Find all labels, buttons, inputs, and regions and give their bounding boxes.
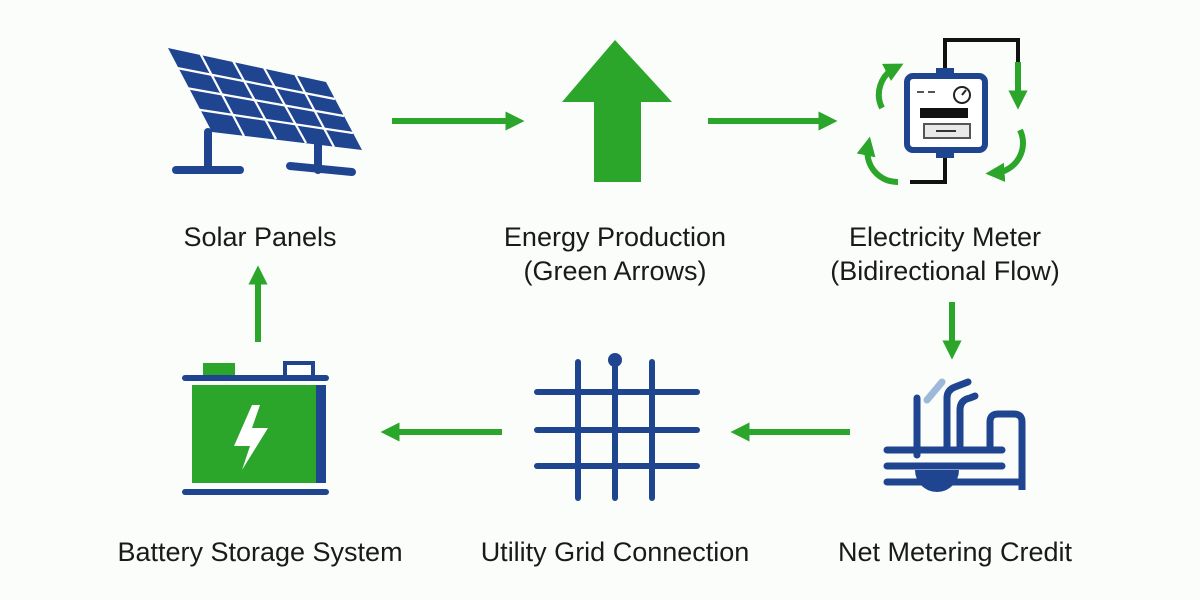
label-electricity-meter-line2: (Bidirectional Flow) (830, 256, 1060, 286)
net-metering-icon (883, 378, 1026, 492)
label-electricity-meter: Electricity Meter (Bidirectional Flow) (800, 220, 1090, 288)
battery-icon (182, 361, 329, 495)
label-solar-panels-text: Solar Panels (183, 222, 337, 252)
label-battery-storage-text: Battery Storage System (117, 537, 403, 567)
label-energy-production: Energy Production (Green Arrows) (470, 220, 760, 288)
label-electricity-meter-line1: Electricity Meter (848, 222, 1042, 252)
label-battery-storage: Battery Storage System (90, 535, 430, 569)
label-energy-production-line2: (Green Arrows) (523, 256, 707, 286)
label-solar-panels: Solar Panels (140, 220, 380, 254)
electricity-meter-icon (856, 38, 1028, 186)
label-net-metering-text: Net Metering Credit (837, 537, 1073, 567)
label-utility-grid-text: Utility Grid Connection (480, 537, 750, 567)
label-energy-production-line1: Energy Production (503, 222, 727, 252)
solar-panel-icon (168, 48, 362, 176)
grid-icon (534, 353, 700, 501)
label-utility-grid: Utility Grid Connection (445, 535, 785, 569)
up-arrow-icon (562, 40, 672, 182)
flow-arrows (248, 111, 962, 442)
label-net-metering: Net Metering Credit (800, 535, 1110, 569)
